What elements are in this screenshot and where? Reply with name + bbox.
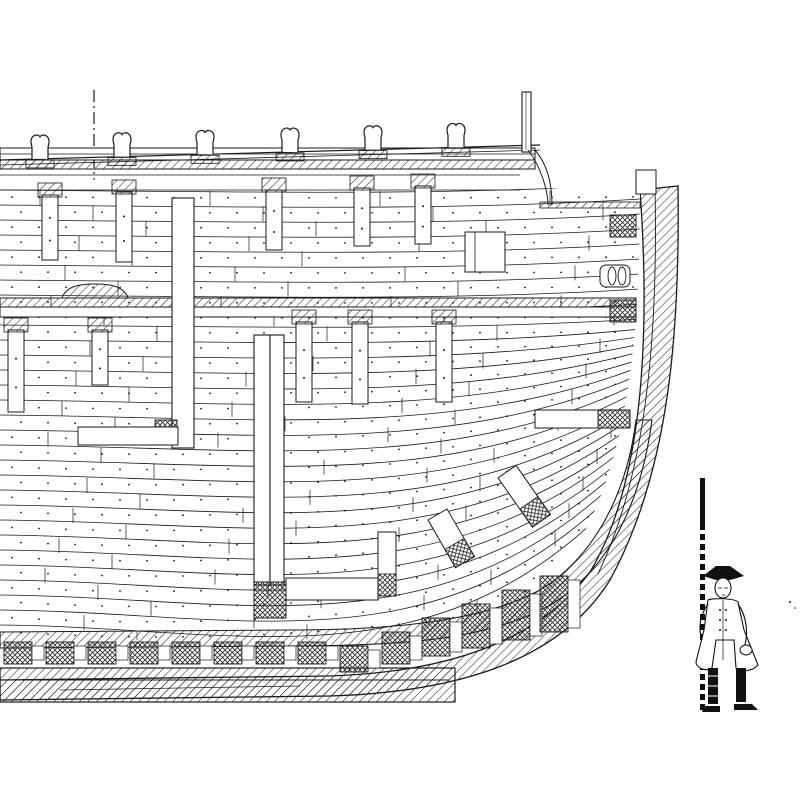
bilge-riders bbox=[285, 464, 552, 601]
upper-deck bbox=[0, 122, 541, 191]
deck-knees bbox=[3, 173, 457, 413]
pike bbox=[700, 478, 705, 714]
hull-planking bbox=[0, 178, 640, 640]
keel bbox=[0, 667, 456, 703]
floor-timbers bbox=[3, 575, 581, 673]
coat bbox=[695, 598, 759, 672]
gaiter-right bbox=[736, 668, 746, 702]
middle-deck bbox=[0, 214, 637, 323]
soldier-figure bbox=[695, 478, 759, 714]
tricorne-hat bbox=[703, 566, 744, 580]
head bbox=[714, 577, 732, 599]
inner-ceiling-band bbox=[0, 419, 653, 649]
stern-post bbox=[521, 91, 657, 209]
pillar bbox=[77, 197, 631, 619]
